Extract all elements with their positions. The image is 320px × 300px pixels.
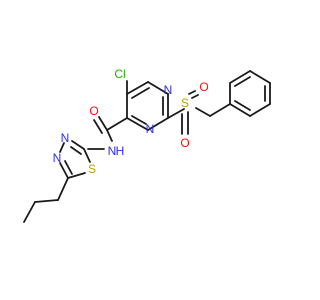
bond-propyl-3	[23, 201, 36, 223]
bond-pyrimidine-c5-c6	[126, 81, 149, 95]
bond-phenyl-inner-3	[234, 100, 251, 111]
bond-phenyl-inner-1	[234, 76, 251, 87]
bond-pyrimidine-c6-n1	[147, 81, 169, 95]
atom-labels: Cl N N O N H S O O N N S	[53, 67, 209, 176]
bond-sulfonyl-o1	[191, 94, 199, 99]
bond-sulfonyl-o1-double	[188, 90, 196, 95]
atom-s-sulfonyl: S	[181, 96, 189, 110]
atom-n-thiadiazole-1: N	[61, 131, 70, 145]
bond-thiadiazole-n4-c5	[59, 162, 69, 179]
bond-phenyl-2	[229, 70, 251, 84]
bond-thiadiazole-c2-n3	[71, 140, 85, 150]
atom-o-sulfonyl-2: O	[180, 136, 189, 150]
bond-carbonyl-o-double	[93, 119, 103, 134]
bond-thiadiazole-c2-n3-double	[70, 146, 82, 155]
atom-o-sulfonyl-1: O	[199, 80, 208, 94]
atom-cl: Cl	[114, 67, 125, 81]
molecule-structure-canvas: Cl N N O N H S O O N N S	[23, 67, 271, 223]
atom-n-pyrimidine-1: N	[164, 83, 173, 97]
molecule-diagram: Cl N N O N H S O O N N S	[23, 67, 271, 223]
bond-thiadiazole-s1-c2	[83, 148, 91, 163]
atom-n-thiadiazole-2: N	[53, 151, 62, 165]
bond-thiadiazole-n3-n4	[59, 142, 65, 153]
bond-c4-carbonyl	[106, 117, 128, 131]
bond-propyl-2	[34, 199, 59, 203]
bond-ch2-phenyl	[209, 103, 231, 117]
atom-n-amide: N	[108, 144, 117, 158]
atom-h-amide: H	[116, 144, 125, 158]
bonds	[23, 70, 271, 223]
bond-phenyl-5	[249, 103, 271, 117]
atom-o-carbonyl: O	[89, 104, 98, 118]
bond-thiadiazole-n4-c5-double	[64, 160, 73, 175]
bond-sulfonyl-ch2	[195, 107, 211, 117]
atom-n-pyrimidine-3: N	[146, 122, 155, 136]
bond-pyrimidine-n3-c4-double	[131, 115, 147, 125]
bond-carbonyl-o	[98, 116, 108, 131]
atom-s-thiadiazole: S	[88, 162, 96, 176]
bond-pyrimidine-c2-n3	[147, 117, 169, 131]
bond-c2-sulfonyl-s	[167, 108, 185, 119]
bond-pyrimidine-n3-c4	[126, 117, 149, 131]
bond-propyl-1	[57, 177, 69, 201]
bond-carbonyl-n	[106, 129, 113, 142]
bond-thiadiazole-c5-s1	[67, 172, 86, 179]
bond-pyrimidine-c5-c6-double	[131, 87, 150, 99]
bond-phenyl-6	[229, 103, 251, 117]
bond-phenyl-3	[249, 70, 271, 84]
